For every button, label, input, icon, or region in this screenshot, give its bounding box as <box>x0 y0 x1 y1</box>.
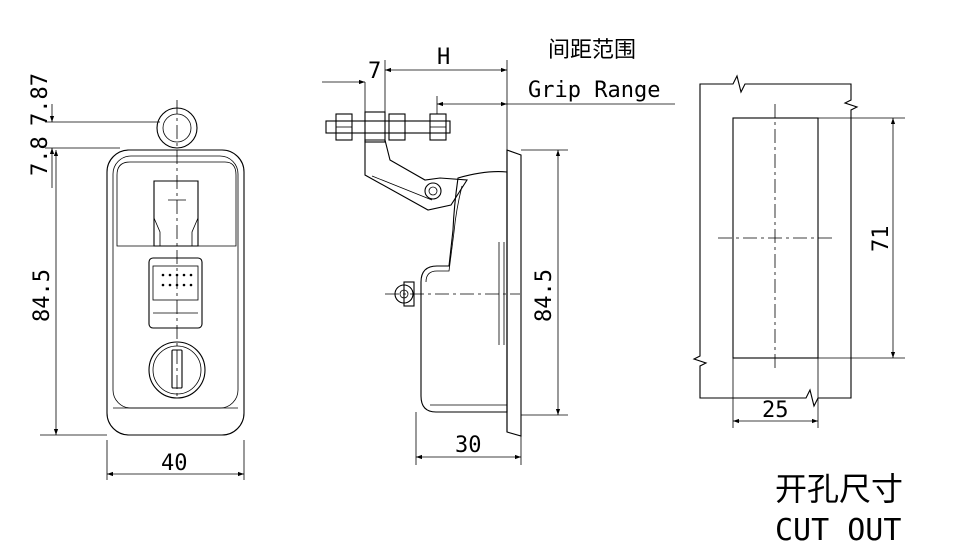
front-view: 7.87 7.8 84.5 40 <box>28 73 245 480</box>
side-panel <box>506 149 522 437</box>
dim-7-8: 7.8 <box>28 136 53 176</box>
dim-25: 25 <box>762 398 789 423</box>
side-hinge-arm <box>364 139 468 211</box>
front-key-lock <box>148 341 206 399</box>
dim-30: 30 <box>455 433 482 458</box>
dim-h: H <box>437 45 450 70</box>
grip-label-cn: 间距范围 <box>548 38 636 63</box>
side-rod <box>325 120 451 134</box>
dim-84-5-front: 84.5 <box>30 269 55 322</box>
cutout-title-en: CUT OUT <box>775 513 901 548</box>
dim-71: 71 <box>869 226 894 253</box>
side-housing <box>420 171 508 413</box>
cutout-view: 71 25 开孔尺寸 CUT OUT <box>692 74 905 548</box>
grip-label-en: Grip Range <box>528 78 660 103</box>
dim-84-5-side: 84.5 <box>532 269 557 322</box>
front-push-button <box>148 257 203 329</box>
cutout-panel <box>692 74 859 408</box>
dim-40: 40 <box>161 451 188 476</box>
dim-7: 7 <box>368 59 381 84</box>
dim-7-87: 7.87 <box>28 73 53 126</box>
front-body <box>106 149 245 436</box>
side-view: 7 H 间距范围 Grip Range 84.5 30 <box>322 38 675 465</box>
cutout-title-cn: 开孔尺寸 <box>775 470 903 508</box>
